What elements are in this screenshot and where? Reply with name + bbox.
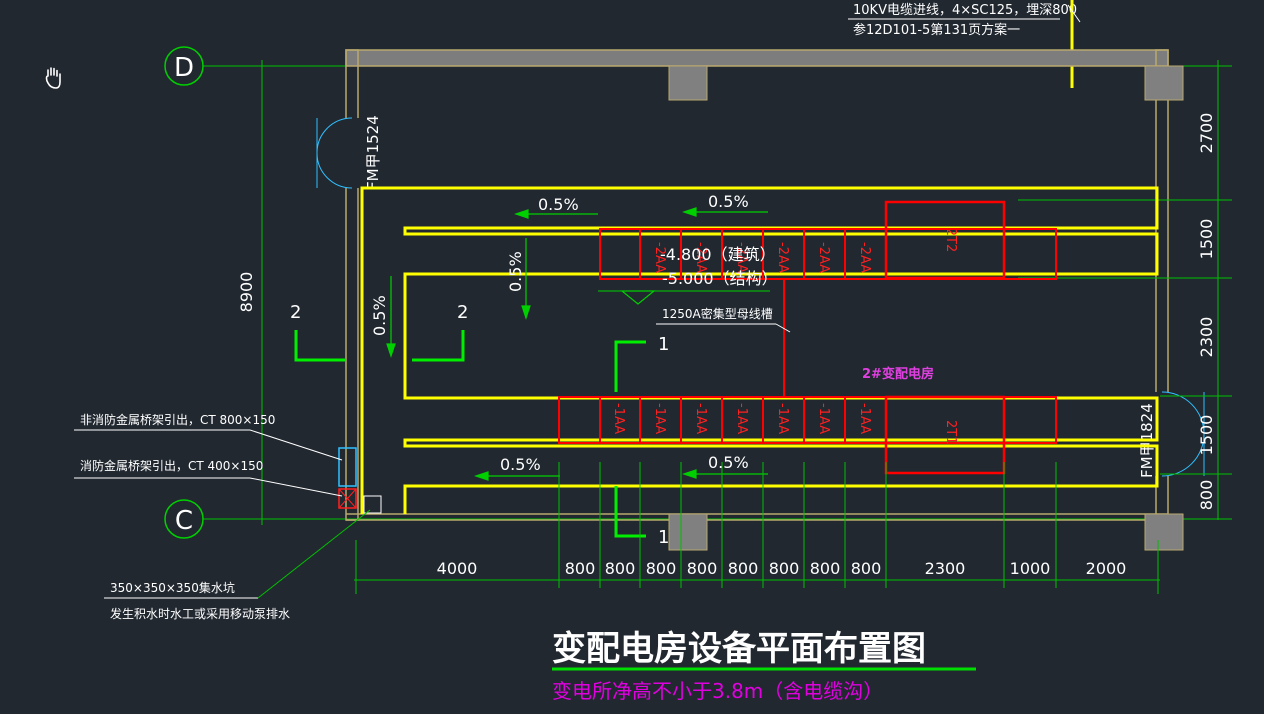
cabinet-top-5: -2AA — [857, 242, 872, 273]
slope-label-2: 0.5% — [708, 192, 749, 211]
cable-trench — [360, 186, 1159, 514]
section-markers — [294, 330, 646, 538]
dim-bottom-9: 2300 — [925, 559, 966, 578]
cabinet-top-3: -2AA — [775, 242, 790, 273]
axis-c-label: C — [175, 506, 193, 536]
door-top-label: FM甲1524 — [364, 115, 382, 190]
slope-arrows — [386, 207, 768, 481]
elevation-structure: -5.000（结构） — [662, 269, 778, 288]
drawing-title: 变配电房设备平面布置图 — [552, 629, 926, 669]
cabinet-bottom-2: -1AA — [693, 403, 708, 434]
dim-bottom-1: 800 — [565, 559, 596, 578]
drawing-subtitle: 变电所净高不小于3.8m（含电缆沟） — [552, 679, 883, 703]
section-2-left: 2 — [290, 302, 301, 323]
dim-bottom-3: 800 — [646, 559, 677, 578]
transformer-bottom-box — [884, 395, 1006, 475]
cabinet-top-1: -2AA — [693, 242, 708, 273]
room-walls — [345, 49, 1184, 551]
non-fire-tray-label: 非消防金属桥架引出，CT 800×150 — [80, 412, 275, 427]
section-2-right: 2 — [457, 302, 468, 323]
non-fire-tray-box — [338, 447, 357, 487]
slope-label-1: 0.5% — [538, 195, 579, 214]
cabinet-top-4: -2AA — [816, 242, 831, 273]
cable-entry-line2: 参12D101-5第131页方案一 — [853, 22, 1020, 38]
room-name: 2#变配电房 — [862, 366, 934, 382]
fire-tray-box — [338, 488, 357, 509]
axis-d-label: D — [174, 53, 194, 83]
cabinet-bottom-5: -1AA — [816, 403, 831, 434]
cable-entry-line1: 10KV电缆进线，4×SC125，埋深800 — [853, 2, 1077, 18]
switchgear-row-bottom — [558, 396, 1057, 444]
section-1-top: 1 — [658, 334, 669, 355]
cabinet-bottom-4: -1AA — [775, 403, 790, 434]
elevation-building: -4.800（建筑） — [660, 245, 776, 264]
slope-label-4: 0.5% — [370, 295, 389, 336]
fire-tray-label: 消防金属桥架引出，CT 400×150 — [80, 458, 263, 473]
door-top-left — [316, 117, 360, 189]
dim-left-8900: 8900 — [237, 272, 256, 313]
slope-label-5: 0.5% — [500, 455, 541, 474]
cabinet-bottom-3: -1AA — [734, 403, 749, 434]
slope-label-3: 0.5% — [506, 251, 525, 292]
cabinet-top-2: -2AA — [734, 242, 749, 273]
dim-bottom-10: 1000 — [1010, 559, 1051, 578]
transformer-top-label: 2T2 — [943, 228, 958, 252]
dim-bottom-6: 800 — [769, 559, 800, 578]
dim-bottom-11: 2000 — [1086, 559, 1127, 578]
sump-label-2: 发生积水时水工或采用移动泵排水 — [110, 606, 290, 621]
dim-bottom-0: 4000 — [437, 559, 478, 578]
hand-pan-icon[interactable] — [45, 67, 61, 89]
cabinet-bottom-1: -1AA — [652, 403, 667, 434]
dim-right-0: 2700 — [1197, 113, 1216, 154]
dim-right-2: 2300 — [1197, 317, 1216, 358]
dim-bottom-2: 800 — [605, 559, 636, 578]
dim-right-1: 1500 — [1197, 219, 1216, 260]
dim-bottom-7: 800 — [810, 559, 841, 578]
transformer-bottom-label: 2T1 — [943, 420, 958, 444]
dim-bottom-4: 800 — [687, 559, 718, 578]
busway-label: 1250A密集型母线槽 — [662, 306, 773, 321]
elevation-triangle-icon — [620, 290, 656, 305]
cabinet-bottom-0: -1AA — [611, 403, 626, 434]
dim-right-3: 1500 — [1197, 415, 1216, 456]
switchgear-row-top — [599, 228, 1057, 280]
sump-label-1: 350×350×350集水坑 — [110, 580, 235, 595]
dim-bottom-8: 800 — [851, 559, 882, 578]
cable-entry-tick — [1067, 4, 1081, 23]
cabinet-top-0: -2AA — [652, 242, 667, 273]
dim-bottom-5: 800 — [728, 559, 759, 578]
dim-bottom-lines — [354, 462, 1160, 594]
dim-right-4: 800 — [1197, 480, 1216, 511]
section-1-bottom: 1 — [658, 527, 669, 548]
slope-label-6: 0.5% — [708, 453, 749, 472]
cabinet-bottom-6: -1AA — [857, 403, 872, 434]
sump-pit-box — [363, 495, 382, 514]
